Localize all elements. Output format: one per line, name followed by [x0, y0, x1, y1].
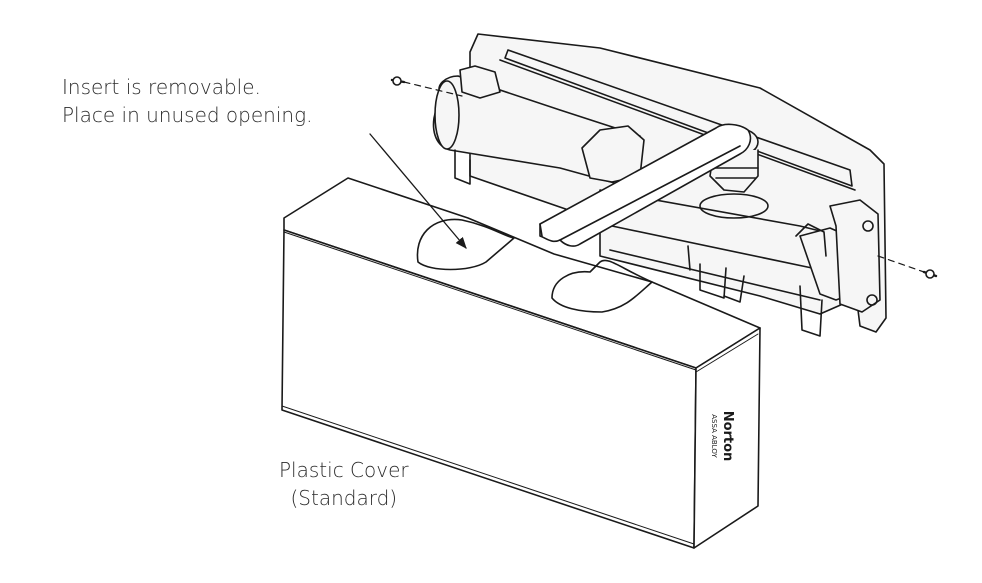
cover-callout-line1: Plastic Cover — [279, 458, 409, 482]
cover-branding: Norton ASSA ABLOY — [710, 411, 735, 462]
cover-opening-left — [416, 218, 515, 271]
screw-right — [922, 269, 938, 279]
screw-guide-right — [877, 255, 925, 273]
insert-leader-line — [369, 133, 467, 249]
plastic-cover — [281, 177, 761, 549]
cover-end-face — [693, 327, 761, 549]
insert-callout: Insert is removable. Place in unused ope… — [62, 73, 312, 129]
screw-guide-left — [403, 81, 463, 97]
cover-brand-text: Norton — [720, 411, 735, 462]
cover-brand-subtext: ASSA ABLOY — [710, 414, 718, 458]
closer-arm — [539, 123, 752, 247]
insert-callout-line2: Place in unused opening. — [62, 103, 313, 127]
screw-left — [390, 76, 406, 86]
cover-opening-right — [551, 259, 653, 313]
insert-callout-line1: Insert is removable. — [62, 75, 261, 99]
cover-callout: Plastic Cover (Standard) — [279, 456, 409, 512]
closer-body-right — [599, 189, 853, 315]
cover-callout-line2: (Standard) — [290, 486, 398, 510]
